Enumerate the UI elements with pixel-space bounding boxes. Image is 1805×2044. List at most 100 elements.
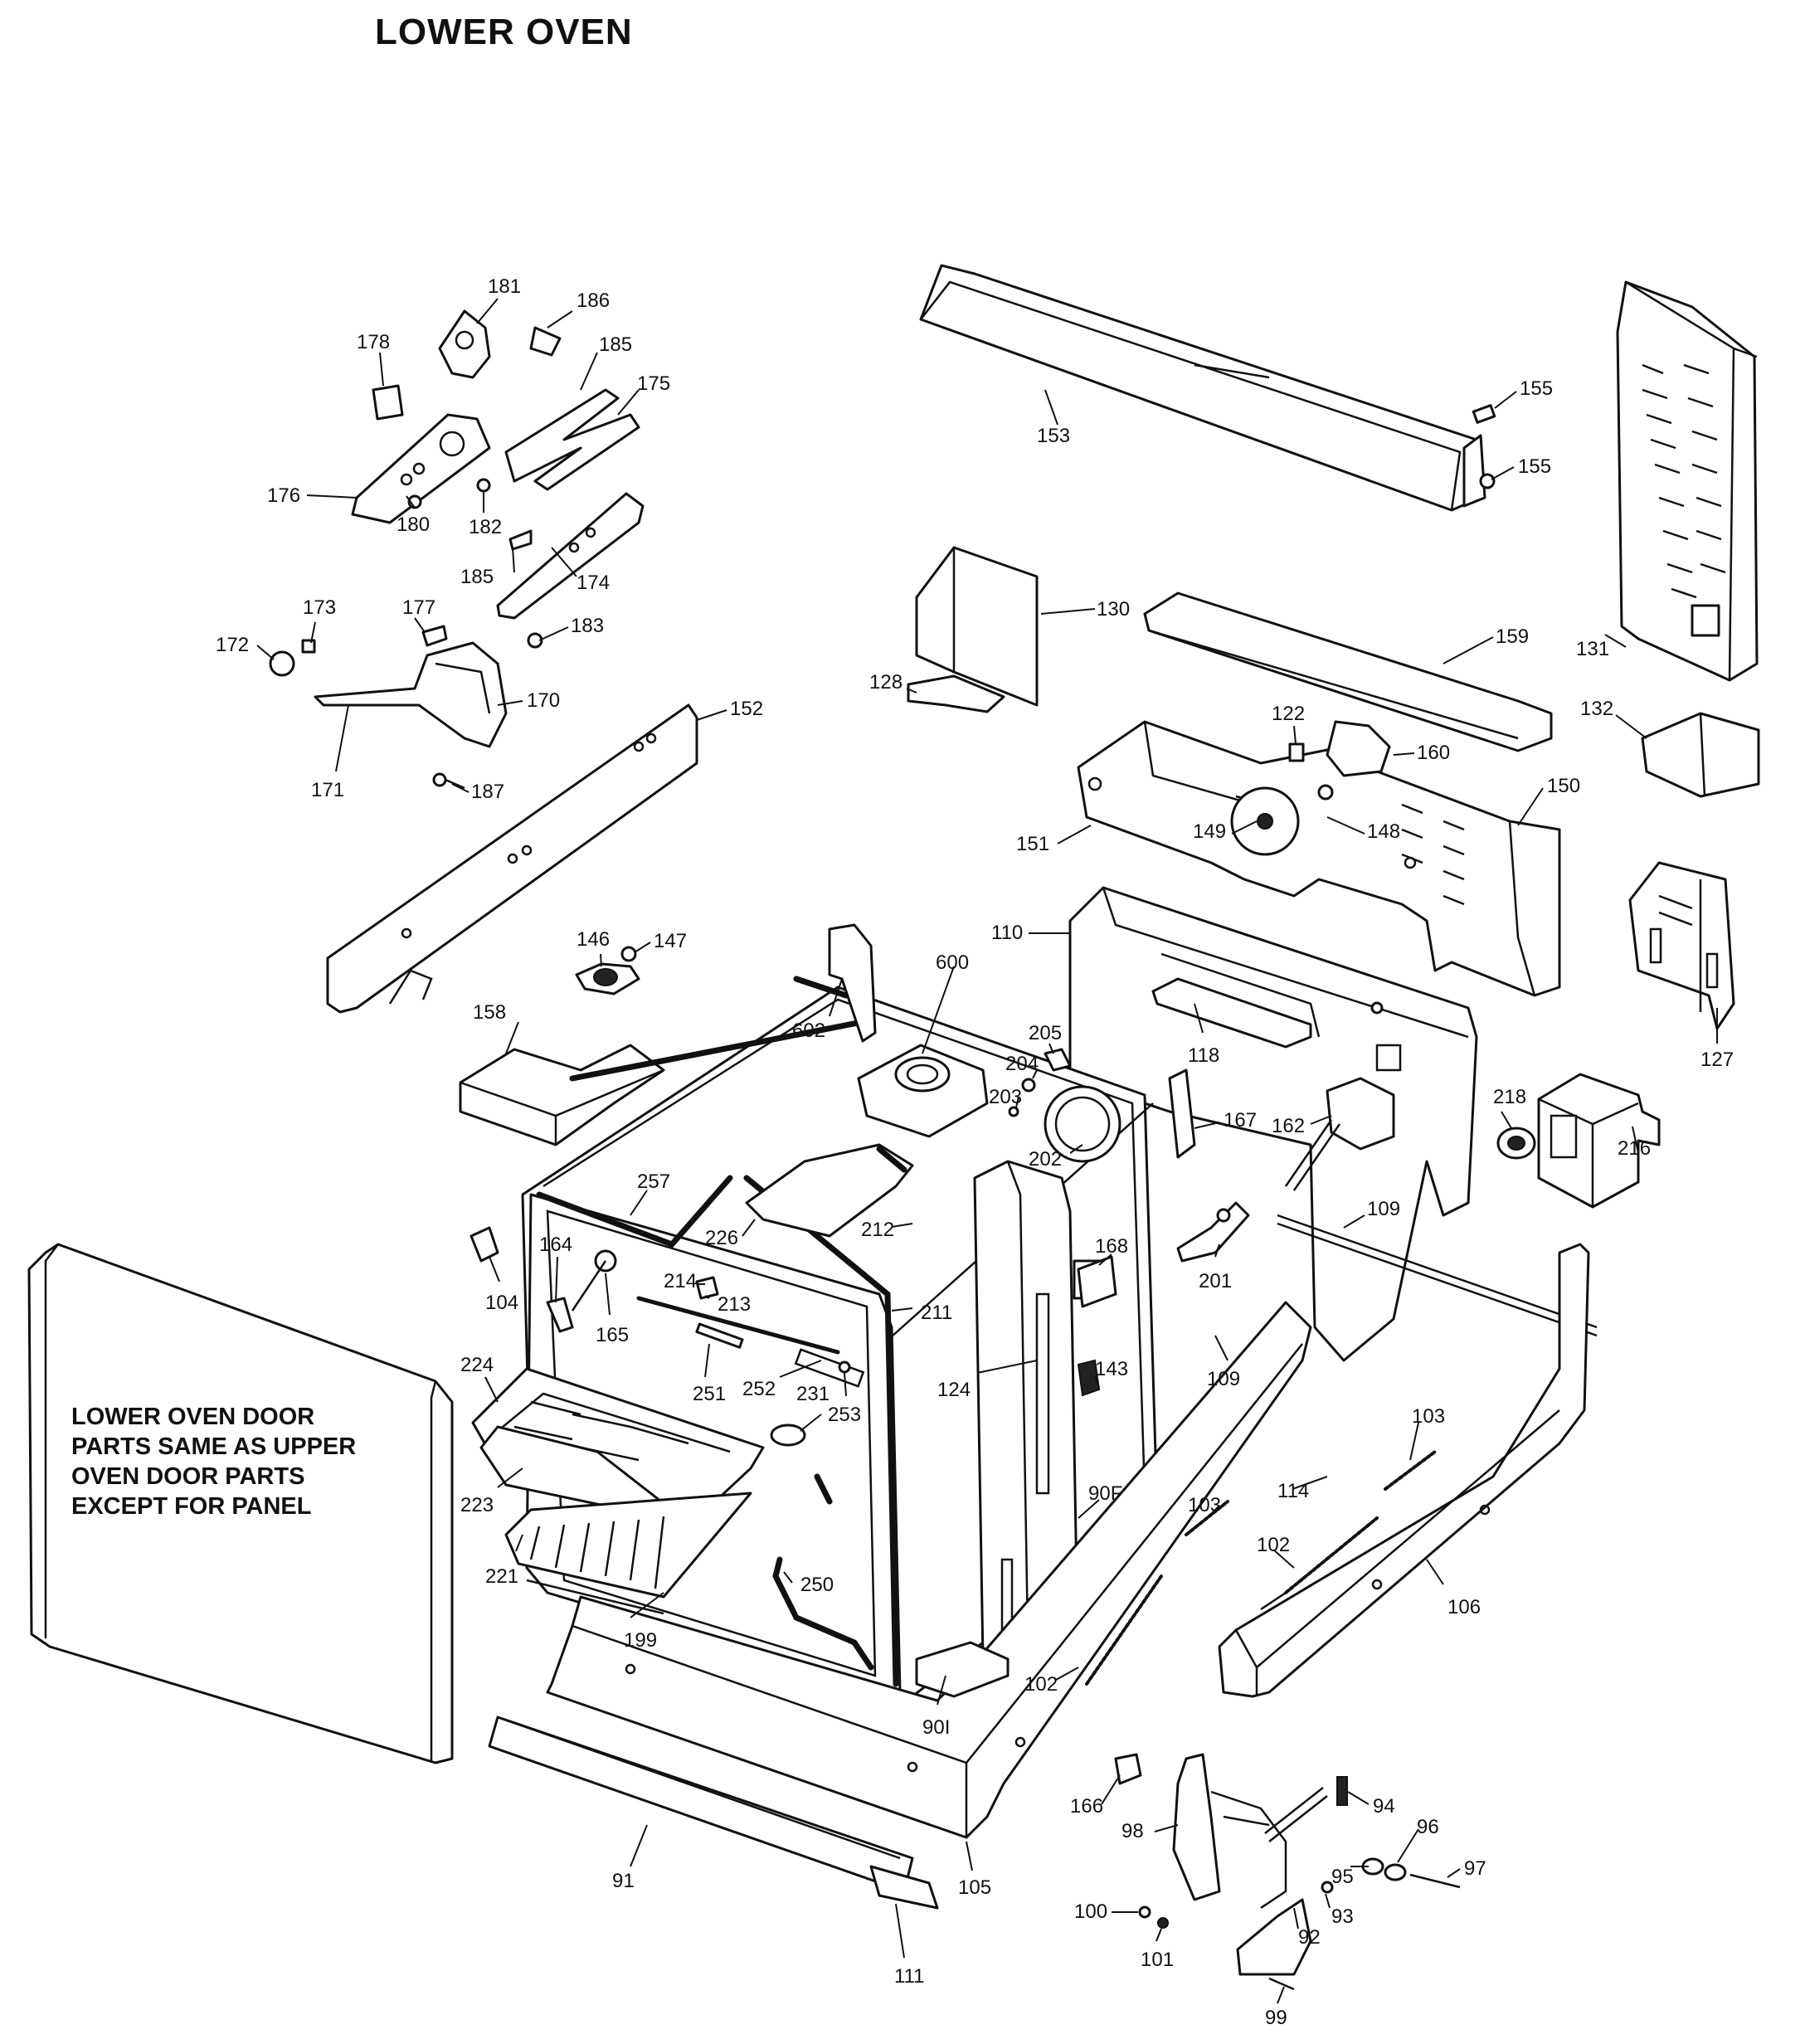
- callout-label: 102: [1024, 1673, 1058, 1696]
- callout-label: 109: [1367, 1198, 1400, 1220]
- callout-label: 166: [1070, 1795, 1103, 1818]
- door-parts-note: LOWER OVEN DOOR PARTS SAME AS UPPER OVEN…: [71, 1402, 356, 1521]
- callout-label: 128: [869, 671, 902, 694]
- callout-label: 165: [596, 1324, 629, 1346]
- callout-label: 172: [216, 634, 249, 656]
- callout-label: 124: [937, 1379, 971, 1401]
- callout-label: 185: [599, 333, 632, 356]
- callout-label: 602: [792, 1020, 825, 1042]
- side-rail-152: [326, 703, 698, 1014]
- bracket-118: [1151, 977, 1312, 1049]
- callout-label: 102: [1257, 1534, 1290, 1556]
- callout-label: 90I: [922, 1716, 950, 1739]
- oven-rack-221: [504, 1492, 752, 1615]
- callout-label: 185: [460, 566, 494, 588]
- callout-labels: 181 186 178 185 175 176 180 182 185 174 …: [216, 275, 1734, 2029]
- thermostat-162: [1284, 1077, 1395, 1191]
- knob-218: [1496, 1127, 1536, 1160]
- callout-label: 600: [936, 951, 969, 974]
- callout-label: 203: [989, 1086, 1022, 1108]
- note-line: EXCEPT FOR PANEL: [71, 1493, 312, 1520]
- callout-label: 103: [1188, 1494, 1221, 1516]
- callout-label: 187: [471, 781, 504, 803]
- callout-label: 155: [1520, 377, 1553, 400]
- callout-label: 151: [1016, 833, 1049, 855]
- callout-label: 212: [861, 1219, 894, 1241]
- callout-label: 91: [612, 1870, 635, 1892]
- callout-label: 132: [1580, 698, 1613, 720]
- callout-label: 109: [1207, 1368, 1240, 1390]
- leader-lines: [256, 298, 1718, 2004]
- panel-159: [1143, 591, 1553, 752]
- note-line: LOWER OVEN DOOR: [71, 1404, 315, 1430]
- bracket-167: [1168, 1068, 1196, 1159]
- callout-label: 93: [1331, 1905, 1354, 1928]
- callout-label: 158: [473, 1001, 506, 1024]
- callout-label: 159: [1496, 625, 1529, 648]
- vented-panel-131: [1616, 280, 1759, 682]
- callout-label: 97: [1464, 1857, 1486, 1880]
- callout-label: 147: [654, 930, 687, 952]
- callout-label: 214: [664, 1270, 697, 1292]
- callout-label: 186: [577, 290, 610, 312]
- control-panel-150: [1077, 720, 1561, 997]
- vent-duct-600: [828, 923, 989, 1138]
- callout-label: 253: [828, 1404, 861, 1426]
- callout-label: 106: [1447, 1596, 1481, 1618]
- light-fixture-202: [1008, 1048, 1121, 1163]
- callout-label: 171: [311, 779, 344, 801]
- callout-label: 152: [730, 698, 763, 720]
- callout-label: 224: [460, 1354, 494, 1376]
- callout-label: 153: [1037, 425, 1070, 447]
- callout-label: 150: [1547, 775, 1580, 797]
- callout-label: 177: [402, 596, 435, 619]
- callout-label: 182: [469, 516, 502, 538]
- bracket-132: [1641, 712, 1760, 798]
- callout-label: 100: [1074, 1900, 1107, 1923]
- bracket-201: [1176, 1201, 1250, 1263]
- callout-label: 90F: [1088, 1482, 1122, 1505]
- callout-label: 176: [267, 484, 300, 507]
- callout-label: 202: [1029, 1148, 1062, 1170]
- callout-label: 164: [539, 1234, 572, 1256]
- callout-label: 94: [1373, 1795, 1395, 1818]
- callout-label: 149: [1193, 820, 1226, 843]
- top-back-panel-153: [919, 264, 1496, 512]
- box-216: [1537, 1073, 1661, 1209]
- callout-label: 96: [1417, 1816, 1439, 1838]
- bracket-90I: [915, 1641, 1010, 1698]
- callout-label: 103: [1412, 1405, 1445, 1428]
- callout-label: 173: [303, 596, 336, 619]
- rod-109: [1277, 1214, 1598, 1337]
- callout-label: 181: [488, 275, 521, 298]
- callout-label: 122: [1272, 703, 1305, 725]
- callout-label: 146: [577, 928, 610, 951]
- callout-label: 167: [1224, 1109, 1257, 1132]
- callout-label: 204: [1005, 1053, 1039, 1075]
- callout-label: 95: [1331, 1866, 1354, 1888]
- callout-label: 180: [397, 513, 430, 536]
- bracket-127: [1628, 861, 1735, 1030]
- callout-label: 174: [577, 572, 610, 594]
- note-line: OVEN DOOR PARTS: [71, 1463, 305, 1490]
- callout-label: 101: [1141, 1949, 1174, 1971]
- callout-label: 250: [800, 1574, 834, 1596]
- callout-label: 111: [894, 1965, 924, 1988]
- bracket-168: [1077, 1255, 1117, 1308]
- springs: [1085, 1450, 1437, 1686]
- callout-label: 98: [1121, 1820, 1144, 1842]
- callout-label: 114: [1277, 1480, 1309, 1502]
- callout-label: 160: [1417, 742, 1450, 764]
- hinge-assembly: [1114, 1753, 1461, 1991]
- small-parts-front: [469, 1226, 851, 1447]
- callout-label: 213: [718, 1293, 751, 1316]
- toe-kick-91: [488, 1716, 939, 1910]
- callout-label: 223: [460, 1494, 494, 1516]
- callout-label: 231: [796, 1383, 830, 1405]
- callout-label: 127: [1700, 1049, 1734, 1071]
- callout-label: 143: [1095, 1358, 1128, 1380]
- callout-label: 216: [1618, 1137, 1651, 1160]
- callout-label: 226: [705, 1227, 738, 1249]
